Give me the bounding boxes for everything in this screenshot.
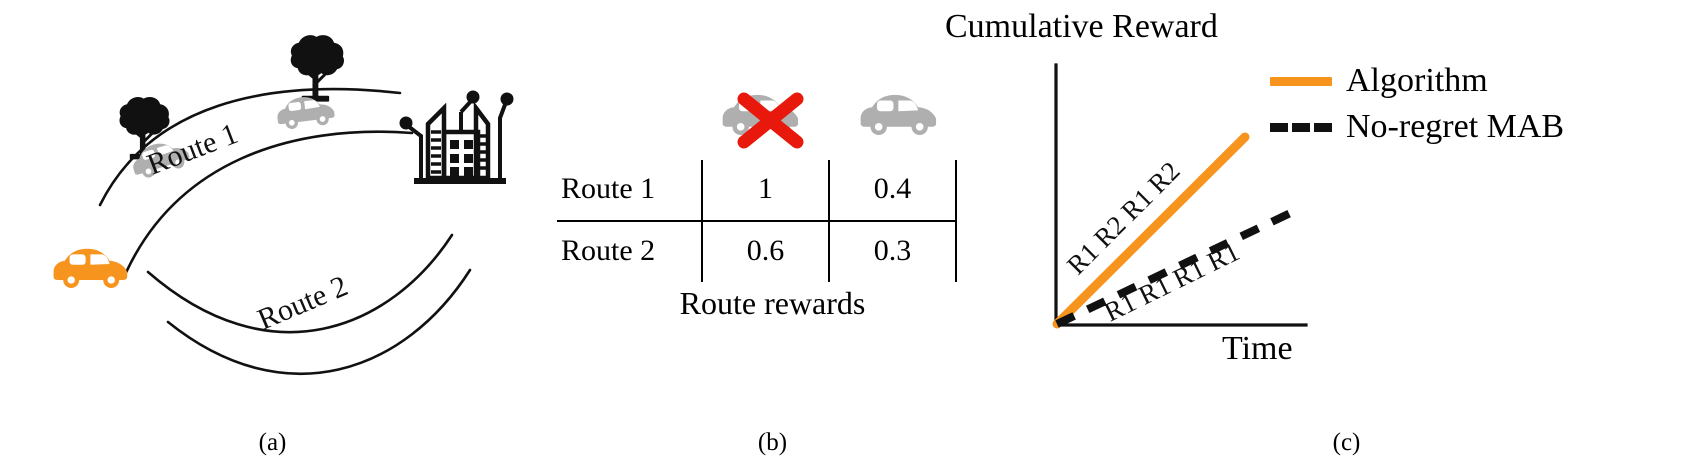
legend-swatch-dashed-icon: [1270, 122, 1332, 132]
table-row: Route 1 1 0.4: [557, 160, 958, 222]
row-label: Route 1: [557, 160, 702, 222]
grey-car-icon: [860, 94, 937, 135]
legend-label: Algorithm: [1346, 62, 1488, 99]
orange-car-icon: [53, 248, 128, 288]
table-right-rule: [955, 160, 958, 222]
table-right-rule: [955, 221, 958, 282]
series-line-no-regret-mab: [1055, 204, 1303, 328]
chart-legend: Algorithm No-regret MAB: [1270, 58, 1564, 150]
panel-a-illustration: Route 1 Route 2: [53, 33, 514, 375]
table-title: Route rewards: [679, 285, 866, 321]
cell-value: 1: [701, 160, 829, 222]
cell-value: 0.4: [828, 160, 956, 222]
x-axis-title: Time: [1222, 330, 1293, 367]
red-cross-icon: [737, 92, 804, 149]
series-annotation-no-regret-mab: R1 R1 R1 R1: [1099, 236, 1244, 327]
panel-c-caption: (c): [1332, 429, 1361, 456]
table-row: Route 2 0.6 0.3: [557, 221, 958, 282]
panel-c-cumulative-reward-chart: Cumulative Reward Algorithm No-regret MA…: [945, 0, 1693, 467]
smart-city-building-icon: [399, 90, 514, 184]
cell-value: 0.6: [701, 221, 829, 282]
panel-b-reward-table: Route 1 1 0.4 Route 2 0.6 0.3 Route rewa…: [545, 0, 1000, 467]
legend-label: No-regret MAB: [1346, 108, 1565, 145]
panel-a-caption: (a): [258, 429, 287, 456]
grey-car-crossed-out-icon: [722, 92, 804, 149]
panel-a-routing-scenario: Route 1 Route 2 (a): [0, 0, 545, 467]
panel-b-caption: (b): [757, 429, 788, 456]
route-rewards-table: Route 1 1 0.4 Route 2 0.6 0.3: [557, 160, 958, 282]
legend-item-algorithm: Algorithm: [1270, 58, 1564, 104]
route-2-road: [146, 233, 472, 375]
legend-item-no-regret-mab: No-regret MAB: [1270, 104, 1564, 150]
chart-plot-area: R1 R2 R1 R2 R1 R1 R1 R1: [1052, 63, 1308, 329]
cell-value: 0.3: [828, 221, 956, 282]
row-label: Route 2: [561, 234, 656, 267]
series-line-algorithm: [1052, 132, 1250, 329]
route-1-road: [98, 87, 414, 279]
chart-axes: [1054, 63, 1308, 327]
table-column-header-icons: [545, 88, 1000, 150]
legend-swatch-solid-icon: [1270, 76, 1332, 86]
y-axis-title: Cumulative Reward: [945, 8, 1218, 45]
